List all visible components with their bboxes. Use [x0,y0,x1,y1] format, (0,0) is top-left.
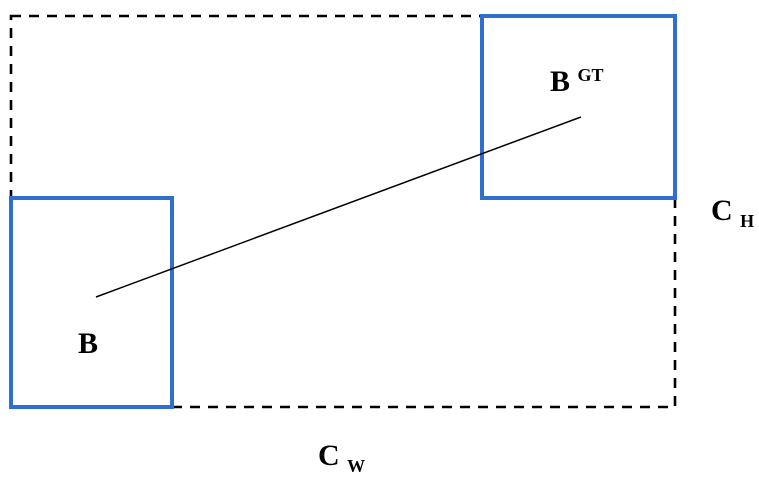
predicted-box-letter: B [78,327,98,360]
center-distance-line [95,116,582,298]
enclosing-width-subscript: W [347,456,365,476]
ground-truth-box [480,14,677,200]
predicted-box [9,196,174,409]
enclosing-width-label: C W [318,439,365,476]
ground-truth-box-label: B GT [550,65,604,98]
enclosing-width-letter: C [318,439,340,472]
ground-truth-superscript: GT [578,65,604,85]
enclosing-height-label: C H [711,194,754,231]
enclosing-height-subscript: H [740,211,754,231]
enclosing-height-letter: C [711,194,733,227]
ground-truth-box-letter: B [550,65,570,98]
predicted-box-label: B [78,327,98,360]
